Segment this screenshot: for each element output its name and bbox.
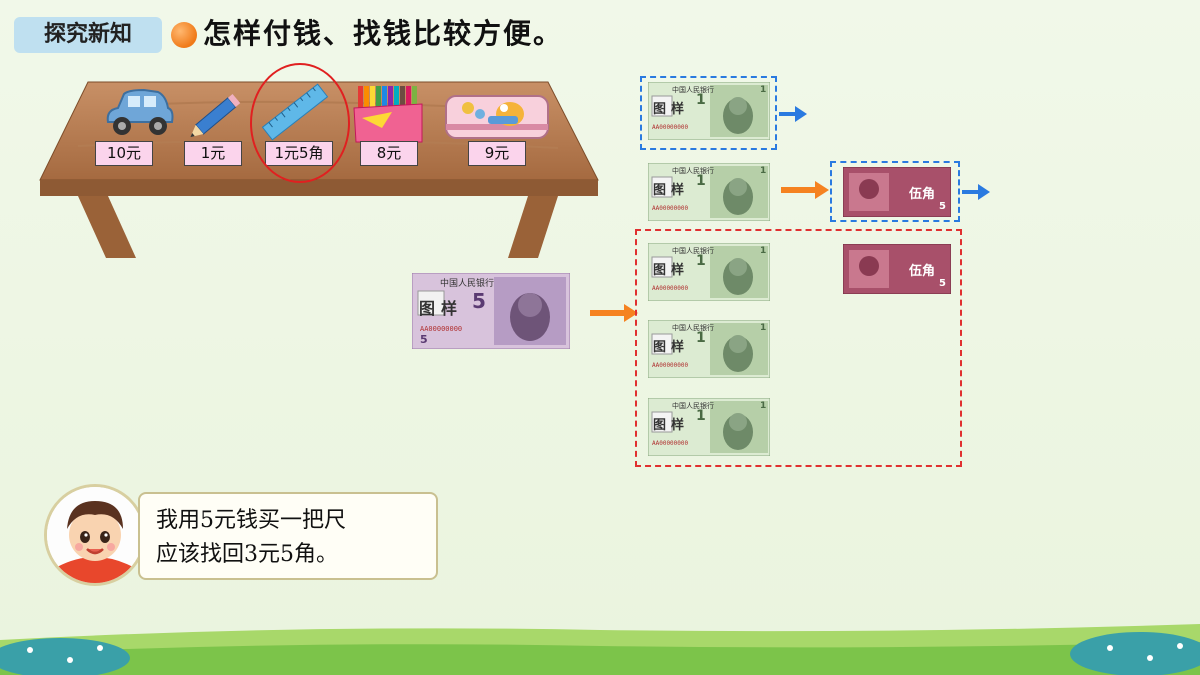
speech-bubble: 我用5元钱买一把尺 应该找回3元5角。 — [138, 492, 438, 580]
marker-box-icon — [353, 86, 423, 143]
note-serial: AA00000000 — [652, 124, 689, 131]
page-title: 怎样付钱、找钱比较方便。 — [203, 17, 564, 50]
arrow-right-icon — [590, 304, 638, 322]
price-tag-pencil-case: 9元 — [468, 141, 526, 166]
section-tag: 探究新知 — [14, 17, 162, 53]
note-bank-text: 中国人民银行 — [672, 324, 714, 332]
note-corner-denomination: 1 — [760, 166, 767, 176]
note-bank-text: 中国人民银行 — [672, 247, 714, 255]
note-corner-denomination: 1 — [760, 401, 767, 411]
toy-car-icon — [106, 88, 174, 135]
note-denomination: 1 — [696, 173, 706, 189]
note-serial: AA00000000 — [652, 362, 689, 369]
note-sample-stamp: 图样 — [653, 340, 690, 355]
note-denomination: 5 — [472, 289, 486, 313]
arrow-right-icon — [779, 106, 807, 122]
note-label: 伍角 — [909, 187, 936, 202]
note-serial: AA00000000 — [652, 440, 689, 447]
highlight-box-5jiao — [830, 161, 960, 222]
note-label: 伍角 — [909, 264, 936, 279]
note-serial: AA00000000 — [652, 285, 689, 292]
note-denomination: 1 — [696, 92, 706, 108]
pencil-case-icon — [445, 95, 549, 139]
note-sample-stamp: 图样 — [653, 418, 690, 433]
arrow-right-icon — [962, 184, 990, 200]
price-tag-markers: 8元 — [360, 141, 418, 166]
five-jiao-note: 伍角 5 — [842, 243, 952, 295]
note-corner-denomination: 1 — [760, 246, 767, 256]
boy-avatar-icon — [47, 487, 143, 583]
highlight-box-1yuan — [640, 76, 777, 150]
note-corner-denomination: 5 — [420, 333, 428, 346]
note-sample-stamp: 图样 — [419, 299, 464, 318]
note-denomination: 1 — [696, 253, 706, 269]
note-bank-text: 中国人民银行 — [672, 402, 714, 410]
note-bank-text: 中国人民银行 — [672, 86, 714, 94]
price-tag-pencil: 1元 — [184, 141, 242, 166]
note-denomination: 5 — [939, 278, 946, 289]
note-serial: AA00000000 — [420, 325, 463, 333]
note-sample-stamp: 图样 — [653, 183, 690, 198]
price-tag-car: 10元 — [95, 141, 153, 166]
arrow-right-icon — [781, 181, 829, 199]
speech-line-2: 应该找回3元5角。 — [156, 542, 338, 567]
note-denomination: 1 — [696, 408, 706, 424]
highlight-circle — [250, 63, 350, 183]
five-jiao-note: 伍角 5 — [842, 166, 952, 218]
note-bank-text: 中国人民银行 — [672, 167, 714, 175]
note-corner-denomination: 1 — [760, 85, 767, 95]
note-sample-stamp: 图样 — [653, 102, 690, 117]
note-bank-text: 中国人民银行 — [440, 279, 495, 289]
change-group-box — [635, 229, 962, 467]
note-serial: AA00000000 — [652, 205, 689, 212]
note-corner-denomination: 1 — [760, 323, 767, 333]
note-denomination: 1 — [696, 330, 706, 346]
avatar — [44, 484, 146, 586]
five-yuan-note: 中国人民银行 图样 5 AA00000000 5 — [411, 272, 571, 350]
note-denomination: 5 — [939, 201, 946, 212]
grass-decoration — [0, 624, 1200, 675]
bullet-dot-icon — [171, 22, 197, 48]
note-sample-stamp: 图样 — [653, 263, 690, 278]
speech-line-1: 我用5元钱买一把尺 — [156, 508, 346, 533]
pencil-icon — [190, 93, 241, 138]
